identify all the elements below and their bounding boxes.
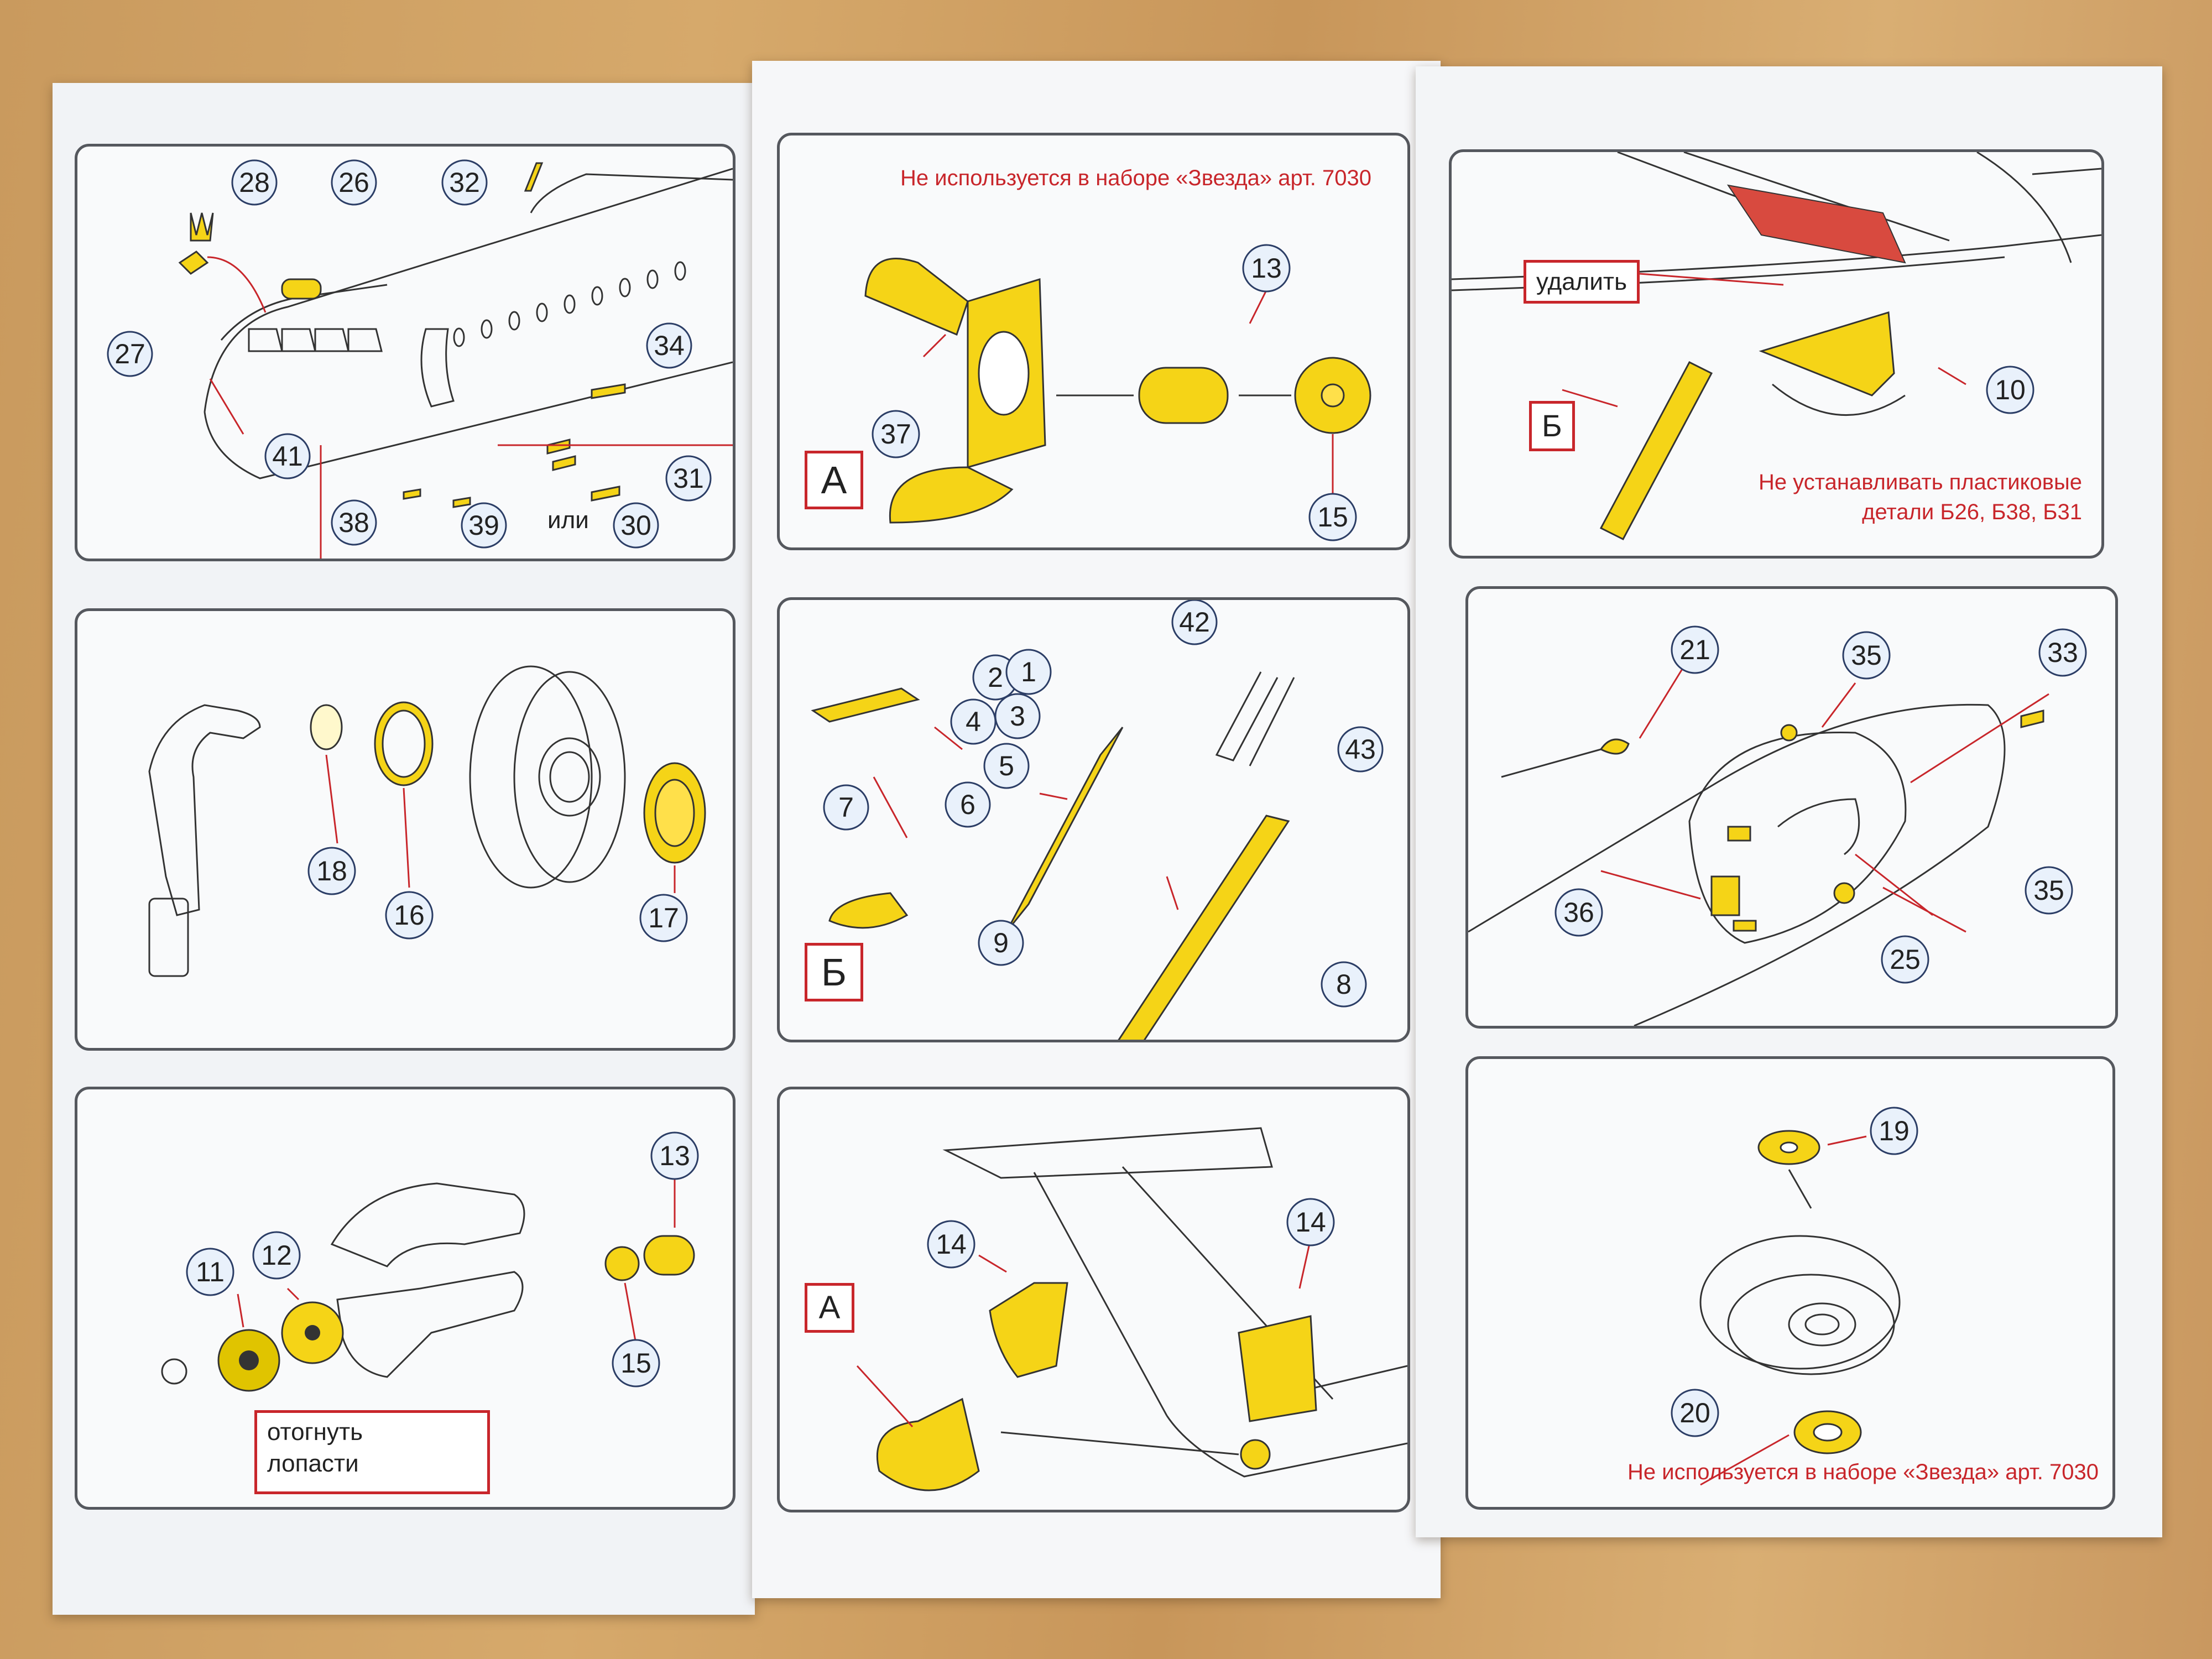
callout-27: 27 bbox=[114, 338, 145, 369]
callout-21: 21 bbox=[1679, 634, 1710, 665]
panel-nose-wheel: 19 20 Не используется в наборе «Звезда» … bbox=[1465, 1056, 2115, 1510]
callout-10: 10 bbox=[1995, 374, 2026, 405]
callout-35-b: 35 bbox=[2033, 875, 2064, 906]
bend-blades-note: отогнуть лопасти bbox=[254, 1410, 490, 1494]
callout-2: 2 bbox=[988, 662, 1003, 693]
callout-18: 18 bbox=[316, 855, 347, 886]
callout-38: 38 bbox=[338, 507, 369, 538]
callout-15-a: 15 bbox=[1317, 502, 1348, 533]
callout-34: 34 bbox=[654, 330, 685, 361]
callout-6: 6 bbox=[960, 789, 975, 820]
panel-wing-fairing-b: 10 удалить Б Не устанавливать пластиковы… bbox=[1449, 149, 2104, 559]
callout-5: 5 bbox=[999, 750, 1014, 781]
panel-cockpit-interior: 21 35 33 36 35 25 bbox=[1465, 586, 2118, 1029]
callout-25: 25 bbox=[1890, 944, 1921, 975]
callout-8: 8 bbox=[1336, 969, 1352, 1000]
instruction-sheet-middle: Не используется в наборе «Звезда» арт. 7… bbox=[752, 61, 1441, 1598]
callout-41: 41 bbox=[272, 441, 303, 472]
callout-14-a: 14 bbox=[936, 1229, 967, 1260]
callout-14-b: 14 bbox=[1295, 1207, 1326, 1238]
or-label: или bbox=[547, 507, 589, 534]
not-used-note-top: Не используется в наборе «Звезда» арт. 7… bbox=[900, 166, 1371, 190]
callout-19: 19 bbox=[1879, 1115, 1910, 1146]
engine-nacelle-diagram: 11 12 13 15 bbox=[161, 1131, 699, 1392]
section-b-label: Б bbox=[805, 943, 863, 1001]
callout-39: 39 bbox=[468, 510, 499, 541]
bend-blades-line1: отогнуть bbox=[267, 1418, 363, 1446]
do-not-install-line2: детали Б26, Б38, Б31 bbox=[1862, 500, 2082, 524]
callout-3: 3 bbox=[1010, 701, 1025, 732]
callout-42: 42 bbox=[1179, 607, 1210, 638]
callout-26: 26 bbox=[338, 167, 369, 198]
callout-35-a: 35 bbox=[1851, 640, 1882, 671]
panel-main-gear-wheel: 18 16 17 bbox=[75, 608, 735, 1051]
instruction-sheet-left: 28 26 32 27 34 41 31 38 39 30 или bbox=[53, 83, 755, 1615]
panel-engine-exhaust-a: Не используется в наборе «Звезда» арт. 7… bbox=[777, 133, 1410, 550]
main-gear-diagram: 18 16 17 bbox=[148, 665, 706, 977]
engine-exhaust-diagram: 37 13 15 bbox=[864, 244, 1371, 541]
callout-43: 43 bbox=[1345, 734, 1376, 765]
not-used-note-bottom: Не используется в наборе «Звезда» арт. 7… bbox=[1627, 1460, 2099, 1484]
callout-13: 13 bbox=[659, 1140, 690, 1171]
callout-1: 1 bbox=[1021, 656, 1036, 687]
callout-13-a: 13 bbox=[1251, 253, 1282, 284]
callout-15: 15 bbox=[620, 1348, 651, 1379]
do-not-install-line1: Не устанавливать пластиковые bbox=[1758, 470, 2082, 494]
panel-tail-engine-a: 14 14 А bbox=[777, 1087, 1410, 1512]
panel-fuselage-nose: 28 26 32 27 34 41 31 38 39 30 или bbox=[75, 144, 735, 561]
do-not-install-note: Не устанавливать пластиковые детали Б26,… bbox=[1618, 467, 2082, 527]
callout-9: 9 bbox=[993, 927, 1009, 958]
callout-16: 16 bbox=[394, 900, 425, 931]
panel-engine-nacelle: 11 12 13 15 отогнуть лопасти bbox=[75, 1087, 735, 1510]
callout-circles-p5: 42 2 1 4 3 5 7 6 43 9 8 bbox=[823, 600, 1384, 1008]
callout-30: 30 bbox=[620, 510, 651, 541]
callout-4: 4 bbox=[966, 706, 981, 737]
callout-36: 36 bbox=[1563, 897, 1594, 928]
callout-28: 28 bbox=[239, 167, 270, 198]
callout-17: 17 bbox=[648, 902, 679, 933]
callout-33: 33 bbox=[2047, 637, 2078, 668]
callout-circles: 28 26 32 27 34 41 31 38 39 30 bbox=[107, 159, 712, 549]
remove-label: удалить bbox=[1524, 260, 1640, 304]
section-b-label-right: Б bbox=[1529, 401, 1575, 451]
nose-wheel-diagram: 19 20 bbox=[1671, 1107, 1918, 1486]
section-a-label-top: А bbox=[805, 451, 863, 509]
callout-20: 20 bbox=[1679, 1397, 1710, 1428]
callout-11: 11 bbox=[196, 1256, 225, 1287]
callout-12: 12 bbox=[261, 1240, 292, 1271]
fuselage-nose-diagram: 28 26 32 27 34 41 31 38 39 30 или bbox=[107, 159, 733, 559]
callout-7: 7 bbox=[838, 792, 854, 823]
callout-37: 37 bbox=[880, 419, 911, 450]
panel-flaps-b: 42 2 1 4 3 5 7 6 43 9 8 Б bbox=[777, 597, 1410, 1042]
callout-31: 31 bbox=[673, 463, 704, 494]
section-a-label-bottom: А bbox=[805, 1283, 854, 1333]
cockpit-interior-diagram: 21 35 33 36 35 25 bbox=[1468, 625, 2087, 1026]
tail-engine-diagram: 14 14 bbox=[856, 1127, 1407, 1491]
bend-blades-line2: лопасти bbox=[267, 1450, 359, 1478]
instruction-sheet-right: 10 удалить Б Не устанавливать пластиковы… bbox=[1416, 66, 2162, 1537]
flaps-diagram: 42 2 1 4 3 5 7 6 43 9 8 bbox=[811, 600, 1384, 1040]
callout-32: 32 bbox=[449, 167, 480, 198]
